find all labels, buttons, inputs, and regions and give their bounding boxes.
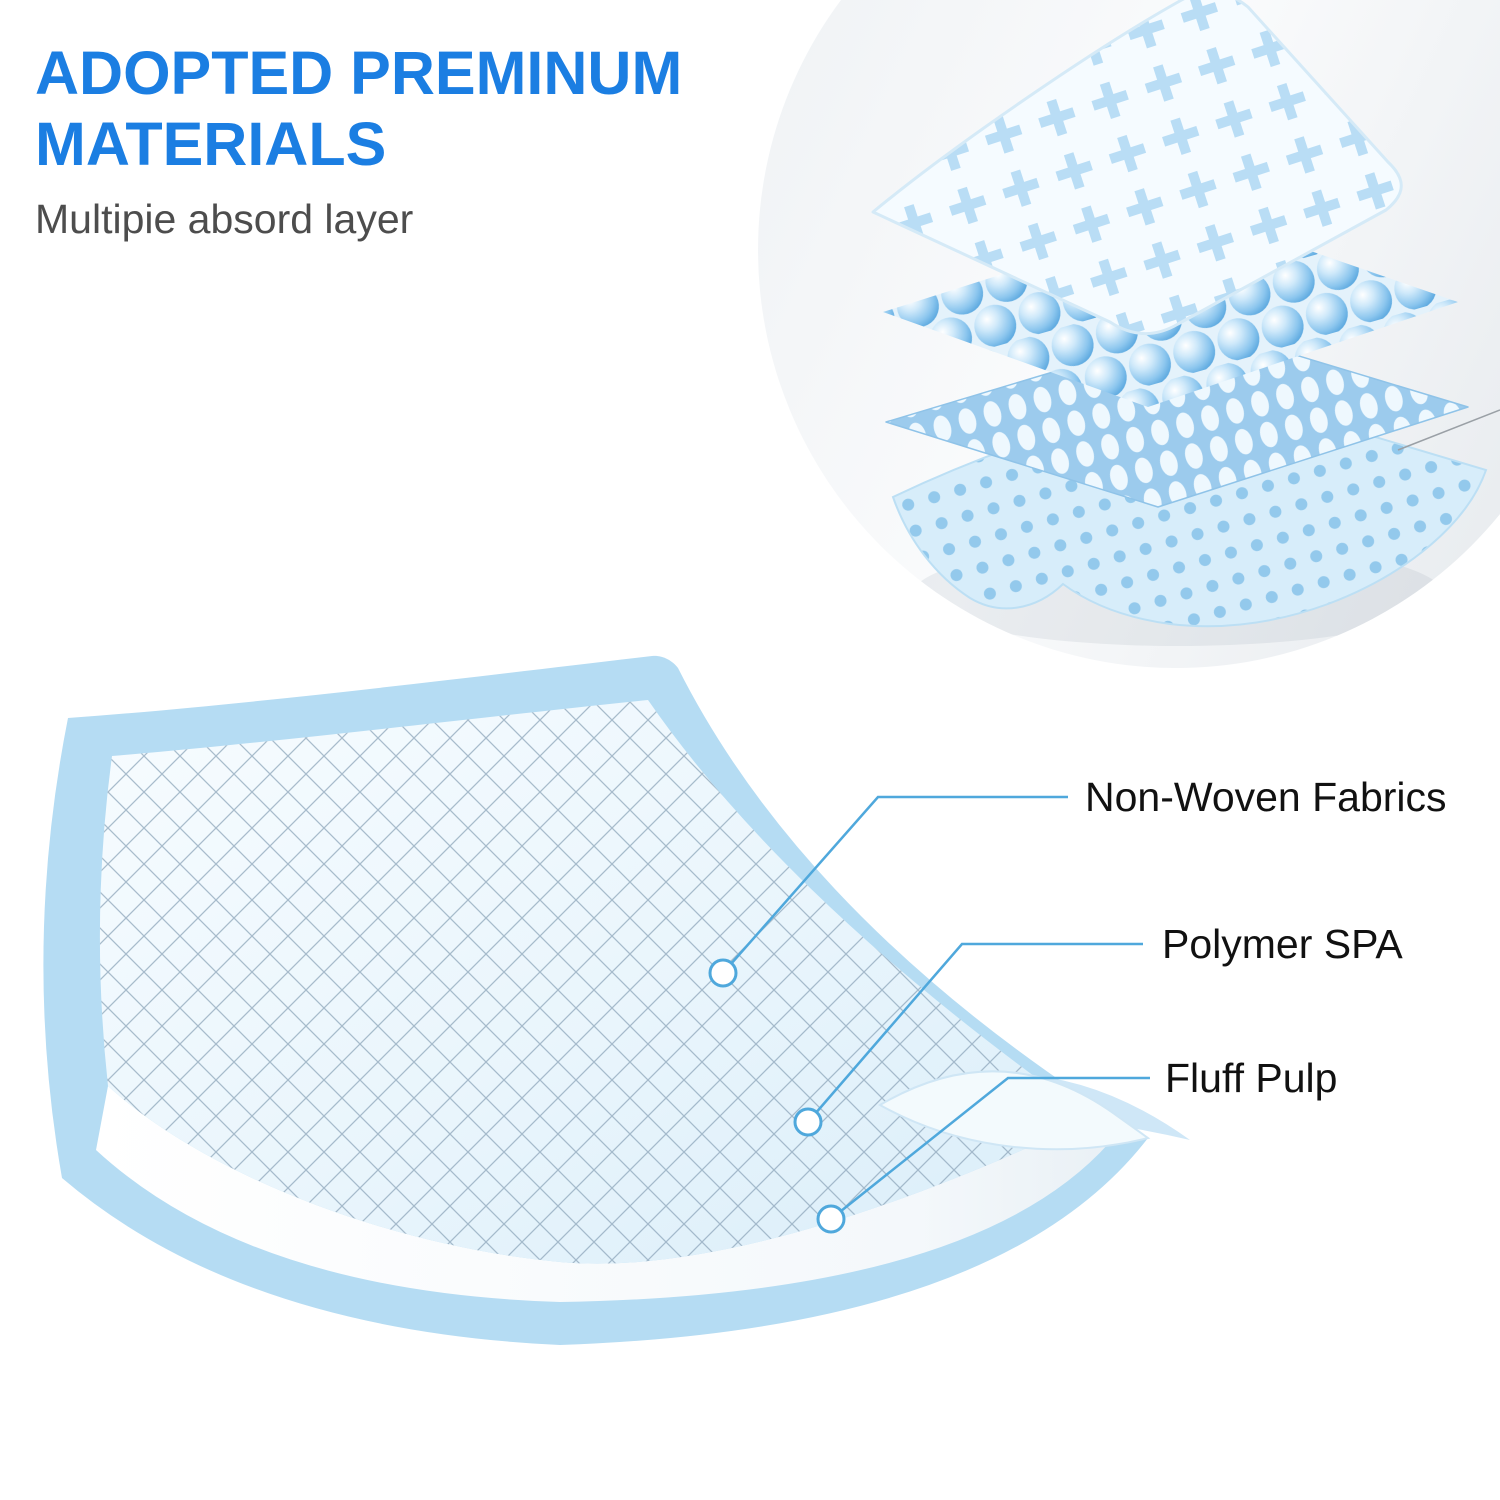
- pad-mesh-net: [99, 700, 1092, 1264]
- callout-marker-non-woven: [708, 958, 738, 988]
- pad-corner-flap: [877, 1070, 1151, 1151]
- page-subtitle: Multipie absord layer: [35, 196, 414, 242]
- page-title-line1: ADOPTED PREMINUM: [35, 39, 683, 107]
- header-block: ADOPTED PREMINUM MATERIALS Multipie abso…: [35, 38, 682, 243]
- callout-label-non-woven-fabrics: Non-Woven Fabrics: [1085, 774, 1447, 820]
- callout-label-fluff-pulp: Fluff Pulp: [1165, 1055, 1338, 1101]
- callout-marker-fluff: [816, 1204, 846, 1234]
- callout-line-polymer: [807, 942, 1143, 1123]
- pointer-line: [1397, 409, 1500, 451]
- callout-marker-polymer: [793, 1107, 823, 1137]
- hero-layers-illustration: [871, 0, 1488, 646]
- page-title-line2: MATERIALS: [35, 110, 387, 178]
- callout-label-polymer-spa: Polymer SPA: [1162, 921, 1403, 967]
- layer-top-cross-sheet: [871, 0, 1403, 335]
- callout-line-non-woven: [722, 795, 1068, 974]
- pad-white-underside: [96, 1086, 1120, 1302]
- callout-line-fluff: [830, 1076, 1150, 1220]
